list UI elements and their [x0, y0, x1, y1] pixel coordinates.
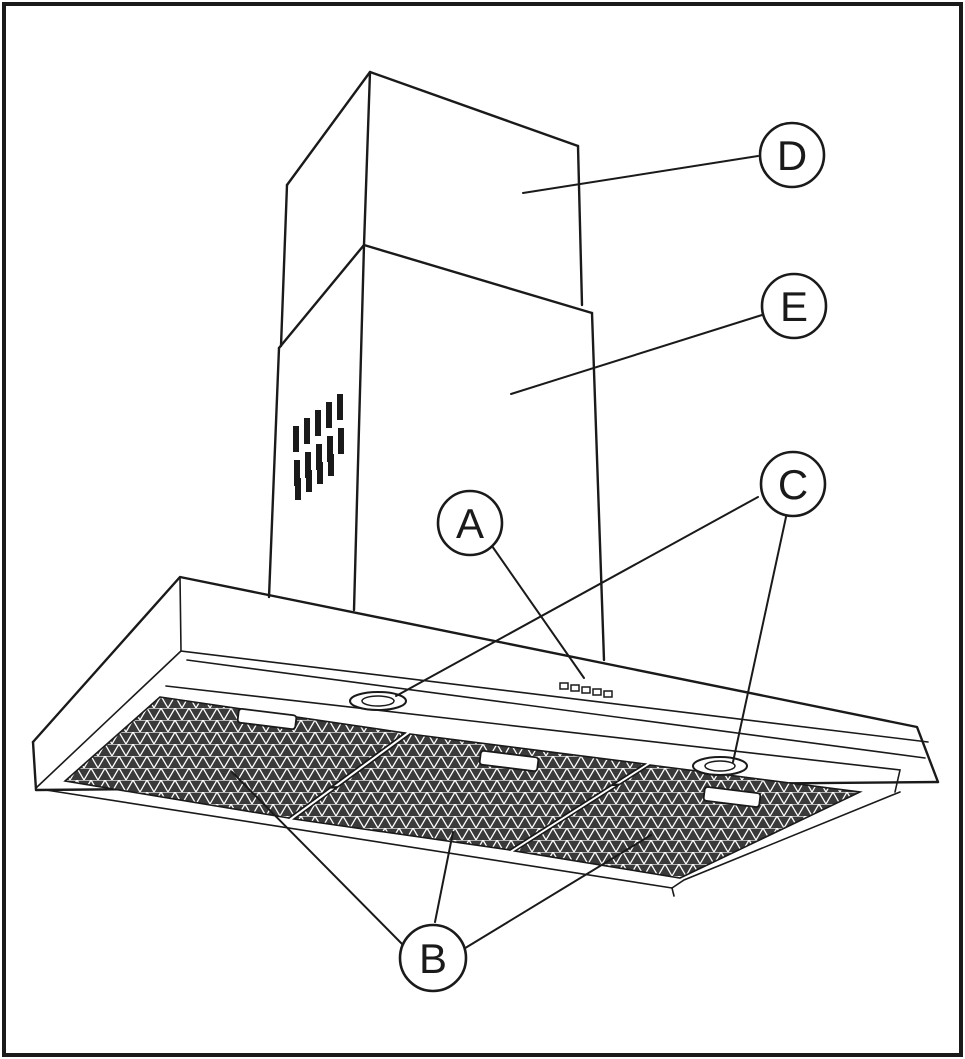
- callout-d: D: [758, 121, 826, 189]
- control-panel-buttons: [559, 682, 613, 698]
- chimney-vent-slots: [293, 394, 344, 500]
- light-right: [692, 756, 748, 776]
- callout-b-label: B: [419, 935, 447, 982]
- callout-e-label: E: [780, 283, 808, 330]
- callout-c: C: [759, 450, 827, 518]
- callout-e: E: [760, 272, 828, 340]
- upper-chimney: [279, 70, 584, 348]
- callout-b: B: [398, 923, 468, 993]
- filter-panel-right: [512, 764, 863, 879]
- lower-chimney: [267, 243, 606, 662]
- light-left: [349, 691, 407, 711]
- callout-d-label: D: [777, 132, 807, 179]
- callout-c-label: C: [778, 461, 808, 508]
- callout-a: A: [436, 489, 504, 557]
- callout-a-label: A: [456, 500, 484, 547]
- grease-filters: [63, 696, 863, 879]
- filter-handles: [236, 707, 762, 808]
- filter-handle-center: [478, 749, 540, 773]
- filter-handle-right: [702, 786, 762, 808]
- leader-lines: [231, 155, 787, 951]
- filter-handle-left: [236, 707, 298, 731]
